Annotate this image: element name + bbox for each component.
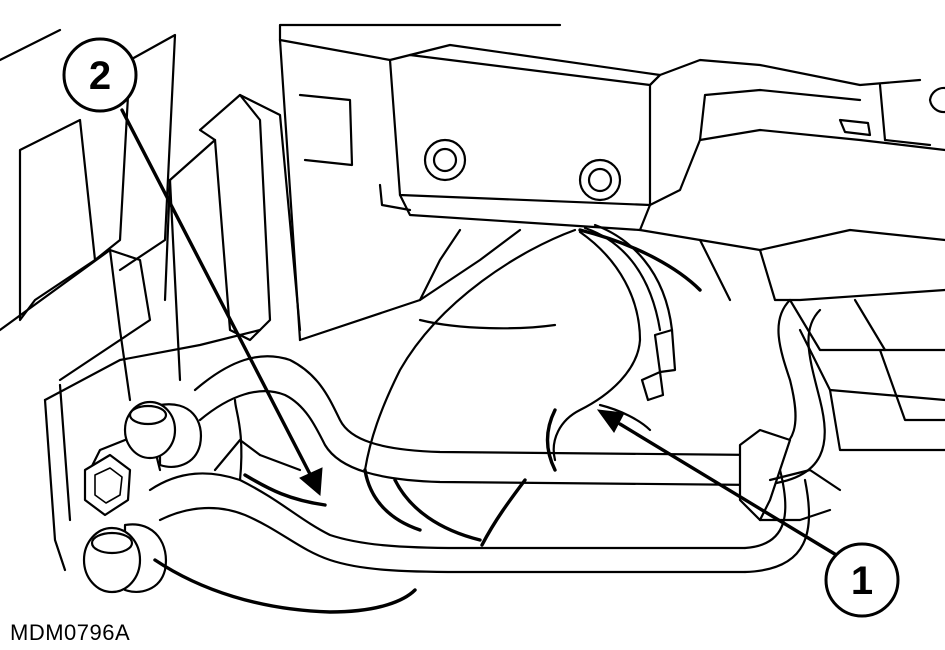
bolt-right — [928, 86, 945, 114]
bolt — [423, 138, 467, 182]
pipe-clamp — [738, 428, 842, 522]
callout-2-label: 2 — [89, 54, 111, 98]
hose-large — [363, 228, 702, 547]
bolt — [578, 158, 622, 202]
pipe-cap — [123, 400, 203, 468]
heater-pipes — [148, 298, 826, 574]
callout-1: 1 — [824, 542, 900, 618]
figure-code: MDM0796A — [10, 620, 131, 645]
hex-nut — [83, 453, 132, 517]
bleeder-fitting — [583, 223, 677, 402]
callout-1-leader — [596, 409, 840, 558]
hose-lower — [153, 473, 417, 614]
pipe-cap — [82, 523, 168, 594]
callout-2-leader — [120, 108, 323, 497]
callout-2: 2 — [62, 37, 138, 113]
callout-1-label: 1 — [851, 559, 873, 603]
background-panels — [298, 228, 945, 452]
